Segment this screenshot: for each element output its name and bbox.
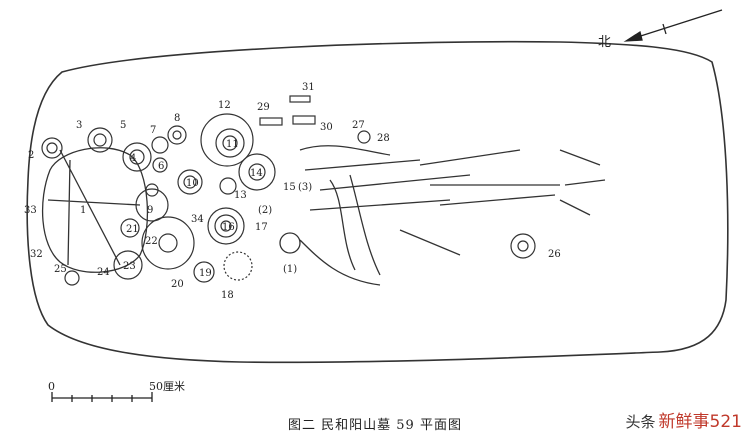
- vessel-number-17: 17: [255, 222, 268, 233]
- vessel-number-4: 4: [130, 153, 136, 164]
- vessel-number-13: 13: [234, 190, 247, 201]
- vessel-number-18: 18: [221, 290, 234, 301]
- vessel-number-6: 6: [158, 161, 164, 172]
- vessel-number-7: 7: [150, 125, 156, 136]
- burial-label-1: (1): [283, 264, 297, 275]
- scale-bar: [51, 392, 153, 402]
- vessel-number-3: 3: [76, 120, 82, 131]
- object-28: [357, 130, 371, 144]
- object-29: [259, 117, 283, 126]
- skeleton: [279, 145, 606, 286]
- burial-label-3: (3): [298, 182, 312, 193]
- vessel-number-11: 11: [226, 139, 239, 150]
- vessel-number-12: 12: [218, 100, 231, 111]
- figure-caption: 图二 民和阳山墓 59 平面图: [288, 418, 462, 433]
- tomb-pit-outline: [26, 40, 729, 364]
- vessel-number-29: 29: [257, 102, 270, 113]
- vessel-18: [223, 251, 253, 281]
- vessel-22: [141, 216, 195, 270]
- watermark: 头条新鲜事521: [626, 407, 742, 432]
- vessel-number-19: 19: [199, 268, 212, 279]
- vessel-25: [64, 270, 80, 286]
- vessel-number-9: 9: [147, 205, 153, 216]
- vessel-number-10: 10: [186, 178, 199, 189]
- vessel-number-23: 23: [123, 261, 136, 272]
- north-arrow: [623, 9, 723, 42]
- vessel-4: [122, 142, 152, 172]
- scale-zero-label: 0: [48, 380, 55, 393]
- burial-label-2: (2): [258, 205, 272, 216]
- vessel-7: [151, 136, 169, 154]
- vessel-10: [177, 169, 203, 195]
- vessel-number-27: 27: [352, 120, 365, 131]
- vessel-number-31: 31: [302, 82, 315, 93]
- vessel-16: [207, 207, 245, 245]
- object-31: [289, 95, 311, 103]
- north-label: 北: [598, 35, 612, 50]
- vessel-26: [510, 233, 536, 259]
- vessel-number-28: 28: [377, 133, 390, 144]
- vessel-21: [120, 218, 140, 238]
- vessel-2: [41, 137, 63, 159]
- object-30: [292, 115, 316, 125]
- vessel-number-22: 22: [145, 236, 158, 247]
- vessel-number-30: 30: [320, 122, 333, 133]
- vessel-number-24: 24: [97, 267, 110, 278]
- burial-labels: (1) (2) (3): [258, 182, 312, 275]
- vessel-number-5: 5: [120, 120, 126, 131]
- vessel-3: [87, 127, 113, 153]
- vessel-number-8: 8: [174, 113, 180, 124]
- vessel-9: [135, 188, 169, 222]
- vessel-number-33: 33: [24, 205, 37, 216]
- vessel-number-34: 34: [191, 214, 204, 225]
- watermark-brand: 新鲜事521: [658, 412, 742, 432]
- vessel-number-14: 14: [250, 168, 263, 179]
- vessel-8: [167, 125, 187, 145]
- vessel-number-16: 16: [222, 222, 235, 233]
- vessel-number-32: 32: [30, 249, 43, 260]
- watermark-head: 头条: [625, 413, 656, 431]
- vessel-11: [200, 113, 254, 167]
- vessel-6: [152, 157, 168, 173]
- vessel-1: [42, 147, 148, 273]
- vessel-14: [238, 153, 276, 191]
- vessel-number-1: 1: [80, 205, 86, 216]
- vessel-number-26: 26: [548, 249, 561, 260]
- vessel-number-20: 20: [171, 279, 184, 290]
- vessel-13: [219, 177, 237, 195]
- vessel-19: [193, 261, 215, 283]
- vessel-23: [113, 250, 143, 280]
- vessel-number-15: 15: [283, 182, 296, 193]
- scale-end-label: 50厘米: [149, 380, 185, 393]
- vessel-number-25: 25: [54, 264, 67, 275]
- vessel-number-21: 21: [126, 224, 139, 235]
- vessel-number-2: 2: [28, 150, 34, 161]
